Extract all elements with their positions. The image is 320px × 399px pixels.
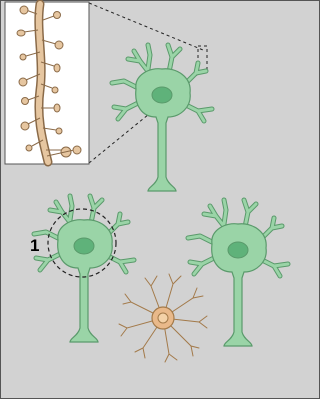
- dendrite-inset: [5, 2, 89, 164]
- label-1: 1: [30, 236, 39, 255]
